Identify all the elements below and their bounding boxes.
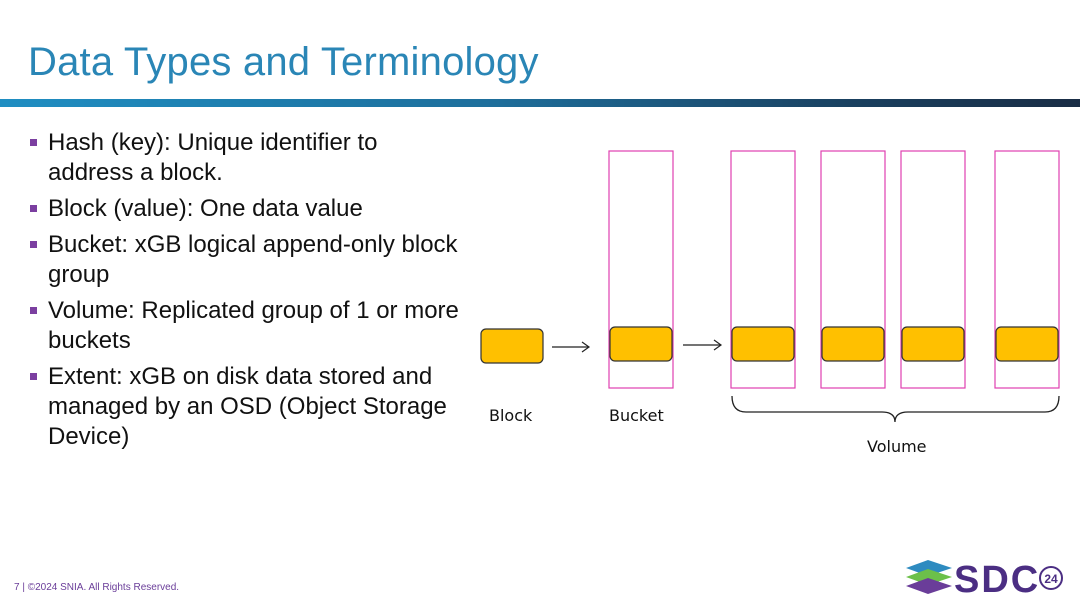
bullet-block: Block (value): One data value [28, 194, 460, 224]
layers-stack-icon [906, 560, 952, 594]
bullet-extent: Extent: xGB on disk data stored and mana… [28, 362, 460, 452]
volume-bucket-4 [994, 150, 1060, 389]
bucket-label: Bucket [609, 406, 664, 425]
year-badge-text: 24 [1044, 572, 1058, 586]
volume-buckets [730, 150, 1060, 389]
sdc-wordmark: SDC [954, 559, 1040, 600]
volume-block-2 [821, 326, 885, 362]
volume-brace [731, 395, 1060, 423]
volume-bucket-3 [900, 150, 966, 389]
bullet-text: Block (value): One data value [48, 195, 363, 222]
bullet-square-icon [30, 139, 37, 146]
bullet-square-icon [30, 205, 37, 212]
bullet-list: Hash (key): Unique identifier to address… [28, 128, 460, 458]
bullet-text: Bucket: xGB logical append-only block gr… [48, 231, 458, 288]
bullet-volume: Volume: Replicated group of 1 or more bu… [28, 296, 460, 356]
bullet-text: Extent: xGB on disk data stored and mana… [48, 363, 447, 450]
bullet-square-icon [30, 307, 37, 314]
volume-bucket-1 [730, 150, 796, 389]
bullet-text: Volume: Replicated group of 1 or more bu… [48, 297, 459, 354]
slide-title: Data Types and Terminology [28, 40, 539, 84]
footer-copyright: 7 | ©2024 SNIA. All Rights Reserved. [14, 582, 180, 593]
volume-label: Volume [867, 437, 927, 456]
bucket-shape [608, 150, 674, 389]
volume-block-3 [901, 326, 965, 362]
bullet-square-icon [30, 241, 37, 248]
block-label: Block [489, 406, 533, 425]
bullet-bucket: Bucket: xGB logical append-only block gr… [28, 230, 460, 290]
bullet-square-icon [30, 373, 37, 380]
bullet-text: Hash (key): Unique identifier to address… [48, 129, 378, 186]
arrow-bucket-to-volume [683, 339, 723, 351]
block-shape [480, 328, 544, 364]
sdc-logo: SDC 24 [904, 556, 1070, 601]
storage-diagram: Block Bucket Volume [470, 140, 1070, 475]
title-divider [0, 99, 1080, 107]
volume-bucket-2 [820, 150, 886, 389]
bullet-hash: Hash (key): Unique identifier to address… [28, 128, 460, 188]
volume-block-1 [731, 326, 795, 362]
bucket-block-shape [609, 326, 673, 362]
year-badge-icon [1039, 566, 1063, 590]
arrow-block-to-bucket [552, 341, 591, 353]
volume-block-4 [995, 326, 1059, 362]
